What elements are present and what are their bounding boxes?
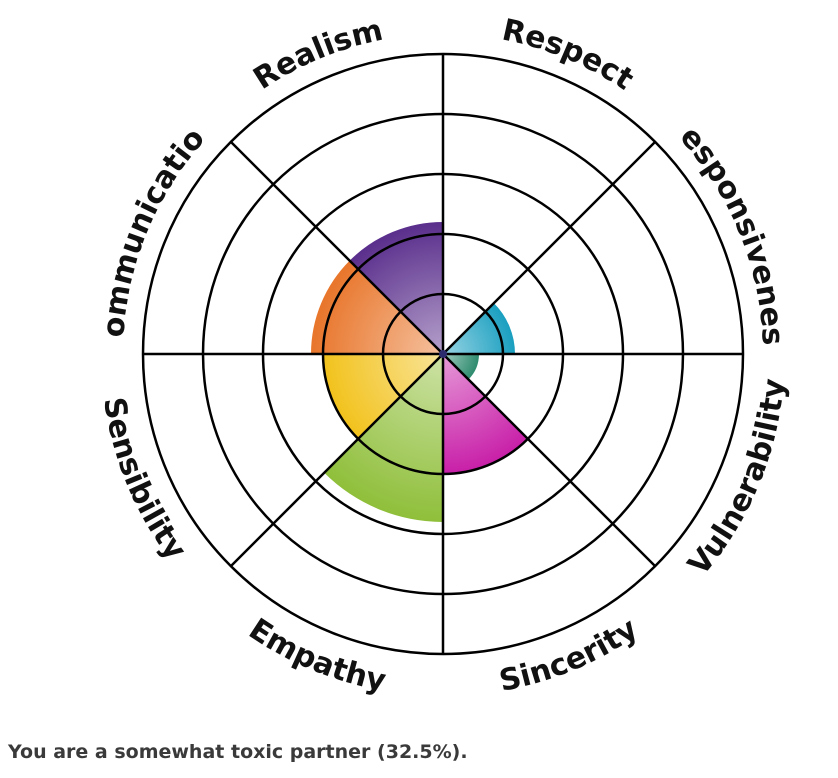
grid-spoke	[229, 353, 444, 568]
segment-sensibility	[323, 354, 443, 439]
grid-spoke	[442, 140, 657, 355]
label-respect: Respect	[499, 13, 640, 98]
grid-spoke	[229, 140, 444, 355]
chart-grid	[141, 52, 745, 656]
grid-spoke	[442, 353, 657, 568]
result-text: You are a somewhat toxic partner (32.5%)…	[8, 741, 468, 763]
segment-sincerity	[443, 354, 528, 474]
relationship-wheel-chart: RespectResponsivenessVulnerabilitySincer…	[0, 0, 792, 699]
label-sensibility: Sensibility	[96, 395, 193, 567]
segment-responsiveness	[443, 303, 515, 354]
label-vulnerability: Vulnerability	[681, 377, 792, 582]
segment-vulnerability	[443, 354, 480, 380]
label-realism: Realism	[247, 13, 386, 97]
chart-segments	[311, 222, 528, 522]
label-communication: Communication	[0, 0, 212, 338]
segment-communication	[311, 260, 443, 354]
segment-realism	[349, 222, 443, 354]
segment-empathy	[324, 354, 443, 522]
